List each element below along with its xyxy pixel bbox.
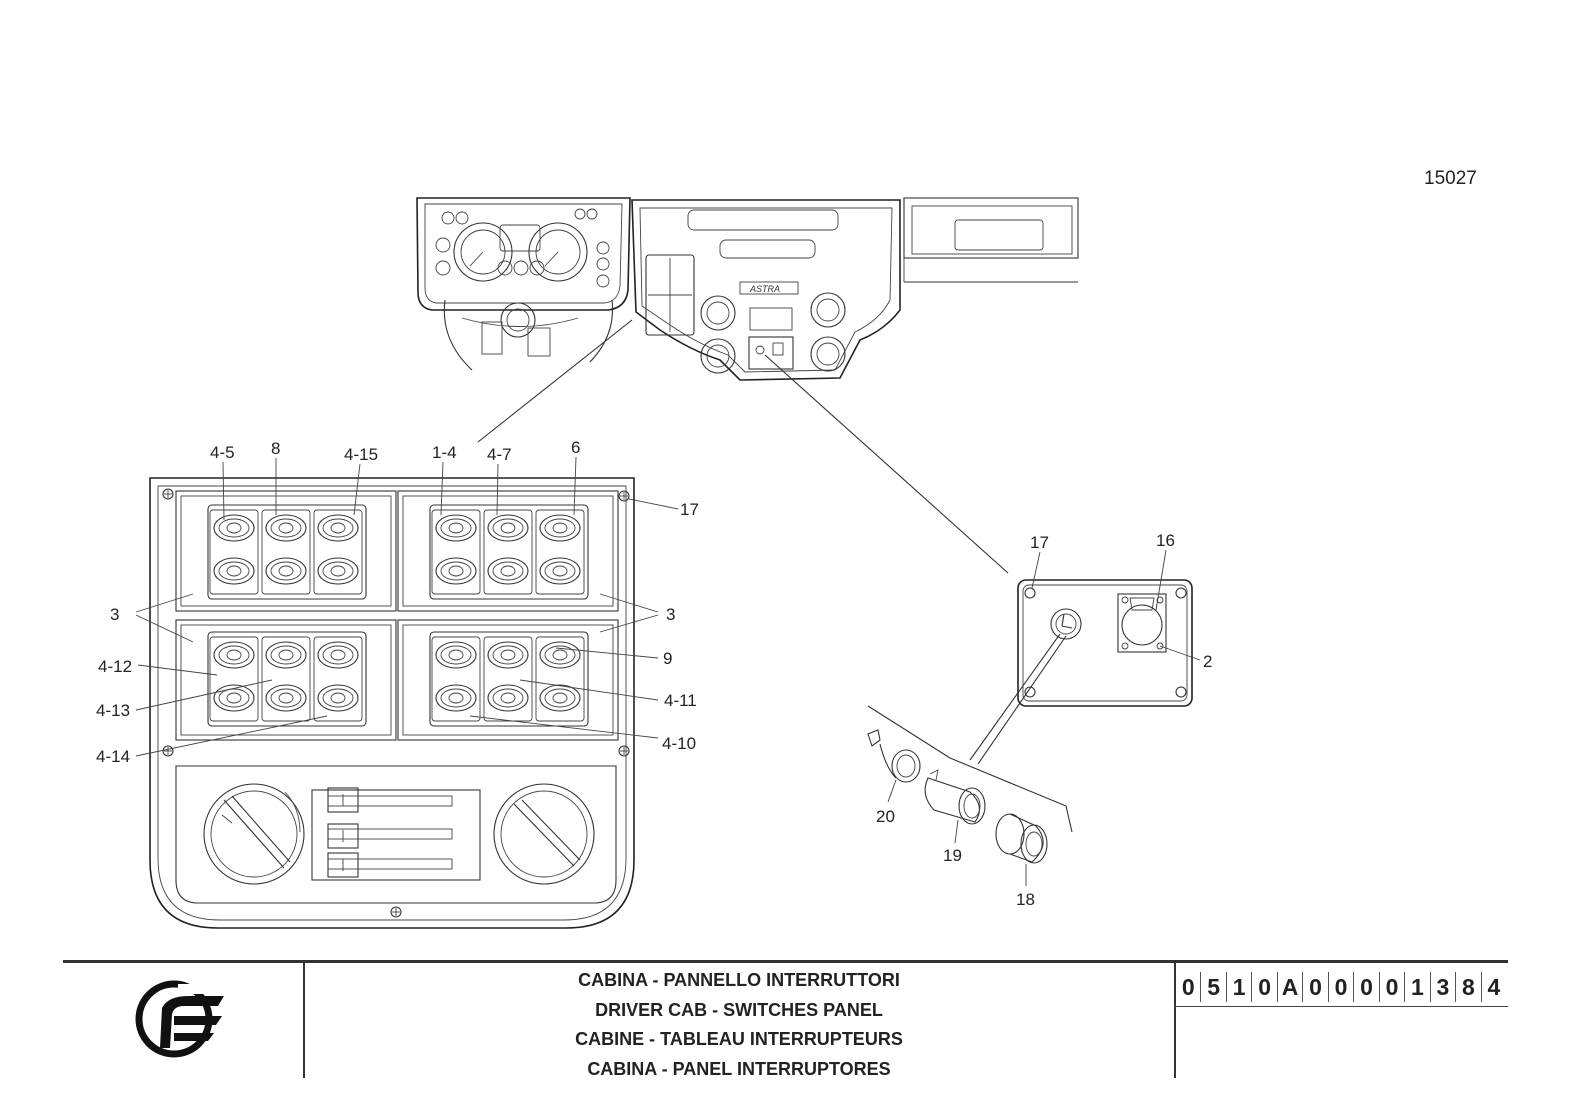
callout-3-right: 3 bbox=[666, 605, 675, 624]
title-block-titles: CABINA - PANNELLO INTERRUTTORI DRIVER CA… bbox=[305, 966, 1173, 1084]
rocker-switch-icon bbox=[317, 641, 359, 669]
callout-9: 9 bbox=[663, 649, 672, 668]
socket-panel-detail bbox=[867, 549, 1201, 886]
rocker-switch-icon bbox=[539, 514, 581, 542]
rocker-switch-icon bbox=[487, 684, 529, 712]
callout-18: 18 bbox=[1016, 890, 1035, 909]
rocker-switch-icon bbox=[213, 641, 255, 669]
code-char: 0 bbox=[1380, 972, 1406, 1002]
screw-icon bbox=[162, 488, 630, 918]
rocker-switch-icon bbox=[317, 684, 359, 712]
rocker-switch-icon bbox=[265, 684, 307, 712]
brand-label: ASTRA bbox=[749, 284, 780, 294]
code-char: 0 bbox=[1303, 972, 1329, 1002]
rocker-switch-icon bbox=[213, 514, 255, 542]
code-underline bbox=[1174, 1006, 1508, 1007]
code-char: 1 bbox=[1227, 972, 1253, 1002]
rocker-switch-icon bbox=[539, 684, 581, 712]
title-spanish: CABINA - PANEL INTERRUPTORES bbox=[587, 1058, 891, 1079]
callout-16: 16 bbox=[1156, 531, 1175, 550]
rocker-switch-icon bbox=[213, 684, 255, 712]
rocker-switch-icon bbox=[265, 514, 307, 542]
code-char: 0 bbox=[1329, 972, 1355, 1002]
callout-4-12: 4-12 bbox=[98, 657, 132, 676]
code-char: 8 bbox=[1456, 972, 1482, 1002]
callout-4-15: 4-15 bbox=[344, 445, 378, 464]
rocker-switch-icon bbox=[317, 557, 359, 585]
callout-4-10: 4-10 bbox=[662, 734, 696, 753]
callout-1-4: 1-4 bbox=[432, 443, 457, 462]
switch-panel-detail bbox=[149, 477, 635, 929]
rocker-switch-icon bbox=[487, 514, 529, 542]
rocker-switch-icon bbox=[213, 557, 255, 585]
title-block-top-rule bbox=[63, 960, 1508, 963]
rocker-switch-icon bbox=[435, 641, 477, 669]
callout-8: 8 bbox=[271, 439, 280, 458]
rocker-switch-icon bbox=[265, 641, 307, 669]
rocker-switch-icon bbox=[265, 557, 307, 585]
callout-19: 19 bbox=[943, 846, 962, 865]
callout-17-socket-panel: 17 bbox=[1030, 533, 1049, 552]
rocker-switch-icon bbox=[539, 557, 581, 585]
code-char: 5 bbox=[1201, 972, 1227, 1002]
rocker-switch-icon bbox=[435, 557, 477, 585]
code-char: 3 bbox=[1431, 972, 1457, 1002]
rocker-switch-icon bbox=[435, 514, 477, 542]
callout-4-11: 4-11 bbox=[664, 691, 697, 710]
callout-4-14: 4-14 bbox=[96, 747, 130, 766]
callout-17-switch-panel: 17 bbox=[680, 500, 699, 519]
callout-labels: 4-5 8 4-15 1-4 4-7 6 17 3 3 9 4-12 4-13 … bbox=[96, 438, 1212, 909]
callout-4-5: 4-5 bbox=[210, 443, 235, 462]
callout-4-13: 4-13 bbox=[96, 701, 130, 720]
rocker-switch-icon bbox=[317, 514, 359, 542]
callout-4-7: 4-7 bbox=[487, 445, 512, 464]
callout-3-left: 3 bbox=[110, 605, 119, 624]
dashboard-overview: ASTRA bbox=[416, 197, 1079, 574]
code-char: 0 bbox=[1354, 972, 1380, 1002]
code-char: 1 bbox=[1405, 972, 1431, 1002]
callout-2: 2 bbox=[1203, 652, 1212, 671]
rocker-switch-icon bbox=[435, 684, 477, 712]
title-block-divider bbox=[1174, 962, 1176, 1078]
code-char: 4 bbox=[1487, 974, 1501, 1000]
code-char: A bbox=[1278, 972, 1304, 1002]
switch-panel-leaders bbox=[135, 456, 679, 757]
code-char: 0 bbox=[1252, 972, 1278, 1002]
title-english: DRIVER CAB - SWITCHES PANEL bbox=[595, 999, 883, 1020]
manufacturer-logo-icon bbox=[135, 980, 226, 1058]
rocker-switch-icon bbox=[539, 641, 581, 669]
code-char: 0 bbox=[1176, 972, 1202, 1002]
title-italian: CABINA - PANNELLO INTERRUTTORI bbox=[578, 970, 900, 990]
title-block-divider bbox=[303, 962, 305, 1078]
callout-20: 20 bbox=[876, 807, 895, 826]
rocker-switch-icon bbox=[487, 557, 529, 585]
rocker-switch-icon bbox=[487, 641, 529, 669]
callout-6: 6 bbox=[571, 438, 580, 457]
drawing-number: 15027 bbox=[1424, 168, 1477, 189]
title-french: CABINE - TABLEAU INTERRUPTEURS bbox=[575, 1029, 903, 1049]
